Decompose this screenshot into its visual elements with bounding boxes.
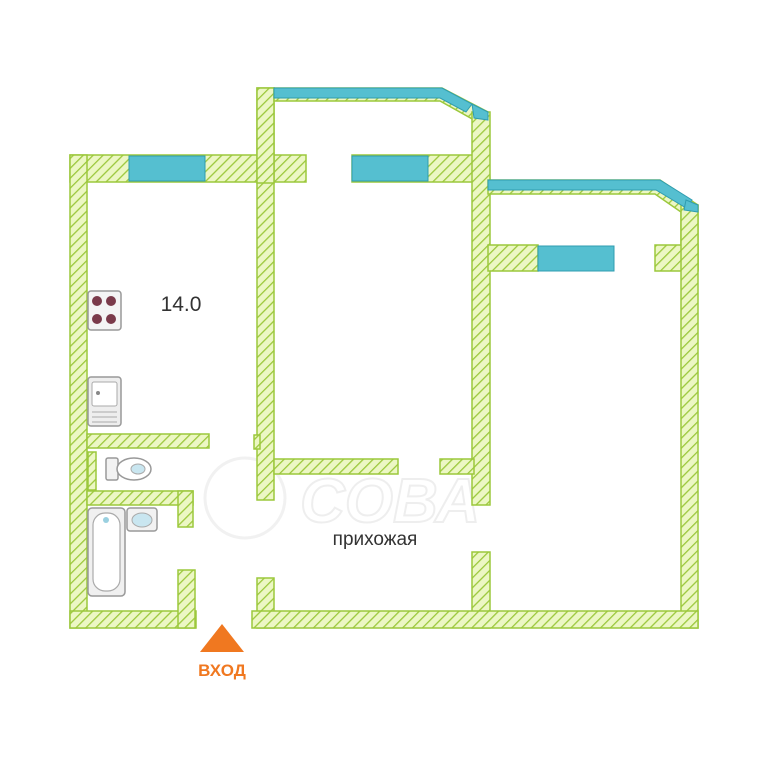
entrance-arrow-icon — [200, 624, 244, 652]
hallway-label: прихожая — [333, 529, 418, 550]
wall-room1-right — [471, 111, 491, 506]
entrance-label: ВХОД — [198, 661, 246, 680]
wall-room1-bottom-a — [273, 458, 399, 475]
window-room2-bay-side — [683, 199, 699, 213]
window-kitchen — [128, 155, 206, 182]
wall-kitchen-bottom — [86, 433, 210, 449]
wall-room2-right — [680, 204, 699, 629]
wall-bath-stub — [177, 569, 196, 629]
wall-room1-bottom-b — [439, 458, 475, 475]
kitchen-area-label: 14.0 — [161, 293, 202, 316]
window-room2 — [537, 245, 615, 272]
stove-icon — [87, 290, 122, 331]
wall-left-outer — [69, 154, 88, 629]
watermark: СОВА — [203, 456, 481, 540]
windows — [128, 87, 699, 272]
wall-bottom-left — [69, 610, 197, 629]
window-room1-bay — [273, 87, 473, 113]
washbasin-icon — [126, 507, 158, 532]
wall-bath-right-top — [177, 490, 194, 528]
wall-room1-top — [256, 87, 275, 184]
kitchen-sink-icon — [87, 376, 122, 427]
wall-jamb-1 — [253, 434, 261, 450]
wall-bottom-right — [251, 610, 699, 629]
watermark-text: СОВА — [300, 467, 480, 536]
window-room1 — [351, 155, 429, 182]
toilet-icon — [105, 457, 152, 481]
window-room1-bay-side — [471, 103, 489, 121]
wall-wc-left — [87, 451, 97, 491]
wall-wc-bottom — [86, 490, 194, 506]
bathtub-icon — [87, 507, 126, 597]
wall-room2-top-left — [487, 244, 539, 272]
